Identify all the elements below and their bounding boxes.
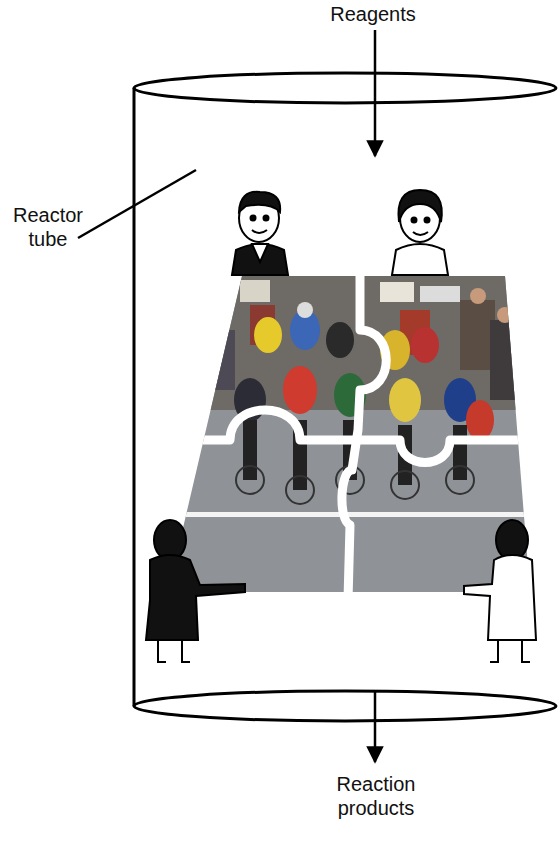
leader-line [78,170,196,238]
person-bottom-left [146,520,245,662]
road [160,270,540,600]
outflow-arrow [374,690,377,762]
tube-bottom-ellipse [134,691,556,721]
tube-left-wall [133,88,136,706]
person-top-right [392,190,448,275]
inflow-arrow [374,30,377,156]
text-label: Reactor tube [3,203,93,251]
person-bottom-right [464,520,536,662]
text-label: Reagents [273,2,473,26]
text-label: Reaction products [316,772,436,820]
tube-top-ellipse [134,73,556,103]
person-top-left [232,192,288,275]
road-line [160,512,540,517]
reactor-tube [134,73,556,721]
puzzle-gaps [160,270,540,600]
puzzle-photo [160,270,540,600]
